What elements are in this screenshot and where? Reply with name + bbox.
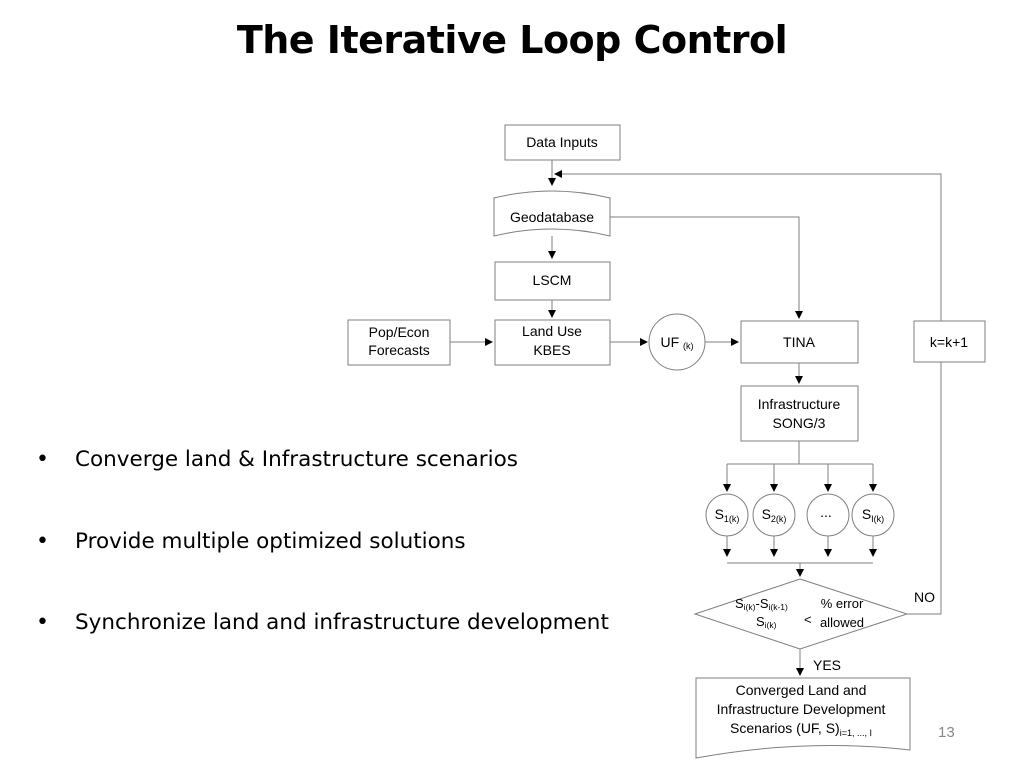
bullet-text: Converge land & Infrastructure scenarios [75,447,518,472]
output-line-1: Converged Land and [736,682,867,698]
bullet-item: • Synchronize land and infrastructure de… [36,603,676,685]
solution-main: S [715,506,724,522]
decision-s: S [735,596,744,611]
decision-diamond [693,578,909,650]
solution-main: ... [820,504,832,520]
solution-label: ... [820,504,832,520]
solution-label: S1(k) [715,506,740,524]
decision-subscript: i(k) [744,602,756,612]
bullet-list: • Converge land & Infrastructure scenari… [36,440,676,685]
slide-number: 13 [938,724,955,741]
decision-subscript: i(k-1) [769,602,789,612]
decision-s: S [756,614,765,629]
output-line-3-subscript: i=1, ..., I [840,728,872,738]
lscm-box [494,261,611,301]
bullet-dot-icon: • [36,610,49,635]
song-label: Infrastructure [758,396,841,412]
connector-decision-no [907,362,942,615]
uf-main: UF [660,334,679,350]
tina-label: TINA [783,334,816,350]
arrow-loop-back [554,170,942,321]
pop-econ-label: Forecasts [368,342,429,358]
output-line-3: Scenarios (UF, S)i=1, ..., I [730,720,872,738]
land-use-label: KBES [533,342,570,358]
decision-denominator: Si(k) [756,614,777,630]
output-document-shape [695,677,911,759]
no-label: NO [914,589,935,605]
bullet-text: Synchronize land and infrastructure deve… [75,610,609,635]
uf-label: UF (k) [660,334,693,351]
bullet-text: Provide multiple optimized solutions [75,528,466,554]
decision-minus: - [755,596,759,611]
bullet-item: • Provide multiple optimized solutions [36,522,676,604]
solution-subscript: 1(k) [724,514,740,524]
data-inputs-box [504,124,621,161]
song-box [740,385,859,442]
uf-subscript: (k) [683,341,694,351]
decision-numerator: Si(k)-Si(k-1) [735,596,788,612]
lscm-label: LSCM [533,272,572,288]
decision-pct-error: % error [821,596,864,611]
k-update-box [913,320,986,363]
bullet-item: • Converge land & Infrastructure scenari… [36,440,676,522]
solution-label: S2(k) [762,506,787,524]
decision-less-than: < [804,612,812,627]
k-update-label: k=k+1 [930,334,968,350]
geodatabase-shape [493,190,611,237]
yes-label: YES [813,657,841,673]
data-inputs-label: Data Inputs [526,134,598,150]
decision-s: S [760,596,769,611]
pop-econ-box [347,319,451,366]
solution-main: S [762,506,771,522]
slide-title: The Iterative Loop Control [236,18,788,62]
song-label: SONG/3 [773,415,826,431]
bullet-dot-icon: • [36,447,49,472]
solution-subscript: 2(k) [771,514,787,524]
geodatabase-label: Geodatabase [510,209,594,225]
arrow-geodatabase-tina [610,216,803,319]
solution-subscript: I(k) [871,514,884,524]
tina-box [740,320,859,364]
output-line-3-main: Scenarios (UF, S) [730,720,840,736]
land-use-box [494,319,611,366]
output-line-2: Infrastructure Development [717,701,886,717]
decision-subscript: i(k) [765,620,777,630]
land-use-label: Land Use [522,323,582,339]
bullet-dot-icon: • [36,528,49,554]
solution-label: SI(k) [862,506,884,524]
solution-main: S [862,506,871,522]
pop-econ-label: Pop/Econ [369,324,430,340]
decision-allowed: allowed [820,615,864,630]
